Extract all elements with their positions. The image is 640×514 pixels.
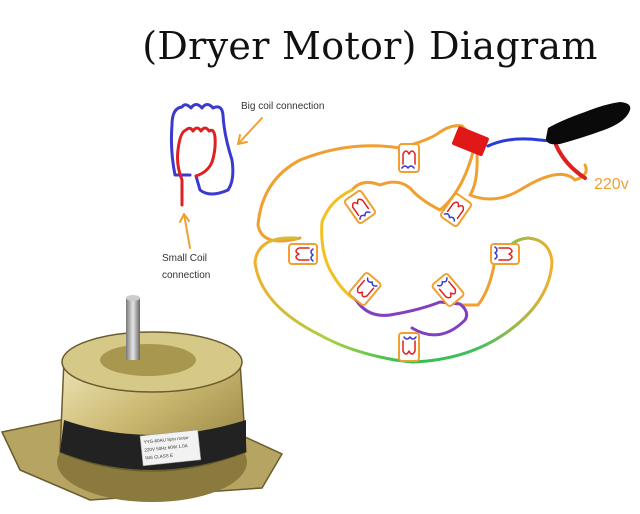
coil-upper-left [343,189,377,225]
red-lead [554,143,587,180]
big-coil-wire [169,103,235,196]
coil-top [398,143,420,173]
motor-shaft-top [126,295,140,301]
coil-legend [169,103,235,207]
rainbow-bottom-wire [253,236,554,364]
coil-bottom [398,332,420,362]
power-plug [546,102,631,145]
nameplate-line3: INS CLASS E [145,453,173,461]
small-coil-label-line2: connection [162,270,211,281]
legend-arrows [179,117,263,249]
capacitor [452,126,489,157]
small-coil-wire [176,126,217,207]
coil-lower-right [431,273,465,307]
small-coil-arrow [183,213,191,249]
small-coil-label: Small Coil connection [162,250,210,284]
coil-lower-left [348,272,382,306]
motor-shaft [126,298,140,360]
big-coil-arrow [237,117,263,145]
big-coil-arrow-head [237,134,248,145]
orange-inner-wire [350,138,478,212]
motor-illustration: YYG-60AU Spin motor 220V 50Hz 60W 1.0A I… [0,295,284,502]
coil-right [490,243,520,265]
nameplate-line2: 220V 50Hz 60W 1.0A [144,443,188,452]
coil-upper-right [439,192,473,228]
motor-top-inner [100,344,196,376]
coil-left [288,243,318,265]
nameplate-line1: YYG-60AU Spin motor [143,435,189,445]
blue-lead [486,137,556,148]
big-coil-label: Big coil connection [241,101,325,112]
orange-outer-wire [256,124,588,243]
coil-cards [288,143,520,362]
small-coil-label-line1: Small Coil [162,253,208,264]
motor-nameplate: YYG-60AU Spin motor 220V 50Hz 60W 1.0A I… [139,429,202,467]
small-coil-arrow-head [179,213,190,223]
yellow-left-wire [320,188,358,302]
diagram-title: (Dryer Motor) Diagram [142,24,598,68]
voltage-label: 220v [594,176,629,193]
